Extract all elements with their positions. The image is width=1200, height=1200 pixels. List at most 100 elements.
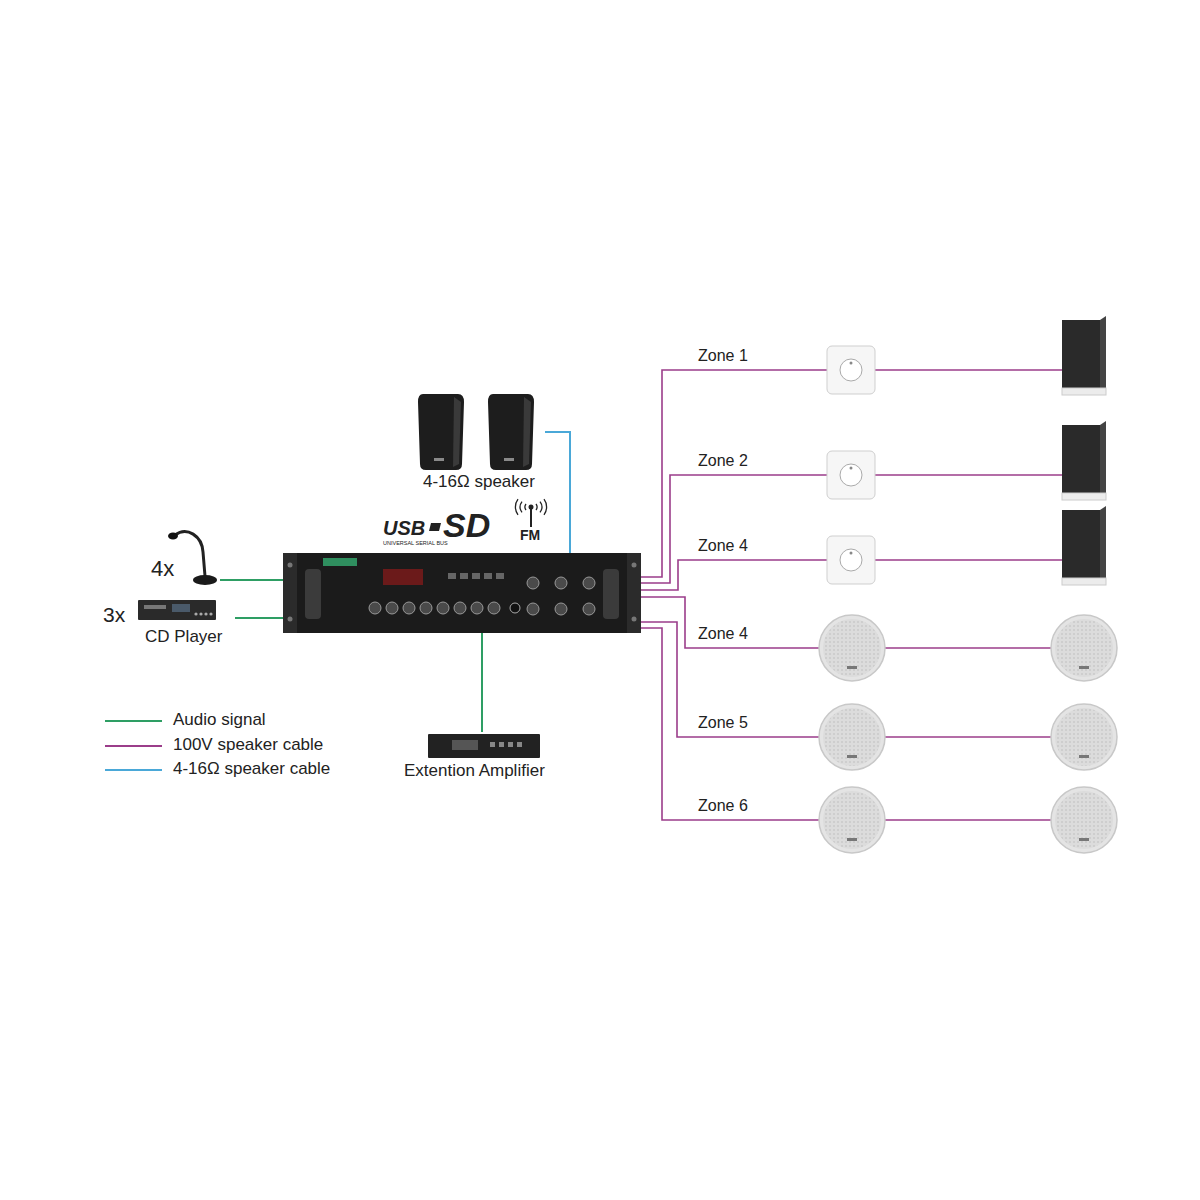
zone-knob <box>583 577 595 589</box>
signal-cable <box>481 633 483 732</box>
speaker-cabinet <box>488 394 534 470</box>
knob <box>471 602 483 614</box>
cd-button <box>204 612 207 615</box>
cd-button <box>194 612 197 615</box>
wall-speaker-side <box>1100 506 1106 578</box>
volume-knob <box>840 359 862 381</box>
wall-speaker-pair: 4-16Ω speaker <box>415 392 545 494</box>
cd-tray <box>144 605 166 609</box>
cd-button <box>199 612 202 615</box>
ceiling-speaker <box>819 787 885 853</box>
ceiling-speaker-grille <box>1055 708 1113 766</box>
ceiling-speaker-grille <box>823 791 881 849</box>
ceiling-speaker-grille <box>1055 619 1113 677</box>
wall-speaker <box>1062 425 1106 493</box>
zone-knob <box>527 603 539 615</box>
ceiling-speaker <box>819 615 885 681</box>
zone-knob <box>555 577 567 589</box>
device-label: Extention Amplifier <box>404 761 545 781</box>
zone-label: Zone 6 <box>698 797 748 815</box>
button <box>496 573 504 579</box>
knob <box>437 602 449 614</box>
logo-text: UNIVERSAL SERIAL BUS <box>383 540 448 546</box>
button <box>448 573 456 579</box>
antenna-mast <box>530 509 532 527</box>
wall-speaker-base <box>1062 578 1106 585</box>
signal-cable <box>545 432 570 553</box>
wall-speaker-base <box>1062 388 1106 395</box>
button <box>484 573 492 579</box>
zone-speaker-cable <box>641 628 819 820</box>
ext-led <box>508 742 513 747</box>
zone-label: Zone 5 <box>698 714 748 732</box>
cd-player-body <box>138 600 216 620</box>
speaker-side <box>453 397 461 467</box>
rack-hole <box>632 563 637 568</box>
knob <box>369 602 381 614</box>
brand-plate <box>323 558 357 566</box>
zone-label: Zone 4 <box>698 625 748 643</box>
speaker-logo <box>434 458 444 461</box>
zone-speaker-cable <box>641 370 827 577</box>
zone-speaker-cable <box>885 736 1051 738</box>
display <box>383 569 423 585</box>
volume-knob-dot <box>850 552 853 555</box>
extension-amp-body <box>428 734 540 758</box>
knob <box>420 602 432 614</box>
speaker-logo <box>504 458 514 461</box>
mic-head <box>168 533 178 540</box>
cd-player: 3x CD Player <box>100 598 235 652</box>
rack-ear <box>283 553 297 633</box>
device-label: CD Player <box>145 627 222 647</box>
zone-speaker-cable <box>875 474 1062 476</box>
device-label: 3x <box>103 603 125 627</box>
mixer-amplifier-icon <box>283 553 641 633</box>
logo-text: SD <box>443 506 490 545</box>
mic-jack <box>510 603 520 613</box>
ext-led <box>517 742 522 747</box>
zone-label: Zone 2 <box>698 452 748 470</box>
zone-knob <box>555 603 567 615</box>
volume-knob <box>840 464 862 486</box>
button <box>460 573 468 579</box>
radio-wave <box>520 502 522 513</box>
cd-button <box>209 612 212 615</box>
rack-hole <box>632 617 637 622</box>
radio-wave <box>525 504 526 510</box>
logo-text: USB <box>383 517 425 540</box>
signal-cable <box>235 617 283 619</box>
mic-base <box>193 575 217 585</box>
volume-control <box>827 451 875 499</box>
extension-amplifier: Extention Amplifier <box>400 732 570 783</box>
ceiling-speaker-grille <box>823 619 881 677</box>
wall-speaker-side <box>1100 316 1106 388</box>
logo-text: FM <box>520 527 540 543</box>
legend-text: 100V speaker cable <box>173 735 323 755</box>
zone-speaker-cable <box>641 622 819 737</box>
legend-line-sample <box>105 769 162 771</box>
rack-hole <box>288 563 293 568</box>
ceiling-speaker <box>1051 787 1117 853</box>
zone-speaker-cable <box>875 559 1062 561</box>
knob <box>403 602 415 614</box>
legend-text: 4-16Ω speaker cable <box>173 759 330 779</box>
ceiling-speaker-logo <box>1079 838 1089 841</box>
ceiling-speaker-grille <box>823 708 881 766</box>
ceiling-speaker-logo <box>1079 666 1089 669</box>
zone-label: Zone 1 <box>698 347 748 365</box>
amplifier-body <box>283 553 641 633</box>
zone-knob <box>527 577 539 589</box>
volume-knob <box>840 549 862 571</box>
ceiling-speaker-logo <box>847 838 857 841</box>
zone-speaker-cable <box>875 369 1062 371</box>
wall-speaker <box>1062 510 1106 578</box>
device-label: 4x <box>151 556 174 581</box>
legend-line-sample <box>105 720 162 722</box>
rack-ear <box>627 553 641 633</box>
wall-speaker-side <box>1100 421 1106 493</box>
radio-wave <box>536 504 537 510</box>
cd-display <box>172 604 190 612</box>
device-label: 4-16Ω speaker <box>423 472 535 492</box>
legend-text: Audio signal <box>173 710 266 730</box>
